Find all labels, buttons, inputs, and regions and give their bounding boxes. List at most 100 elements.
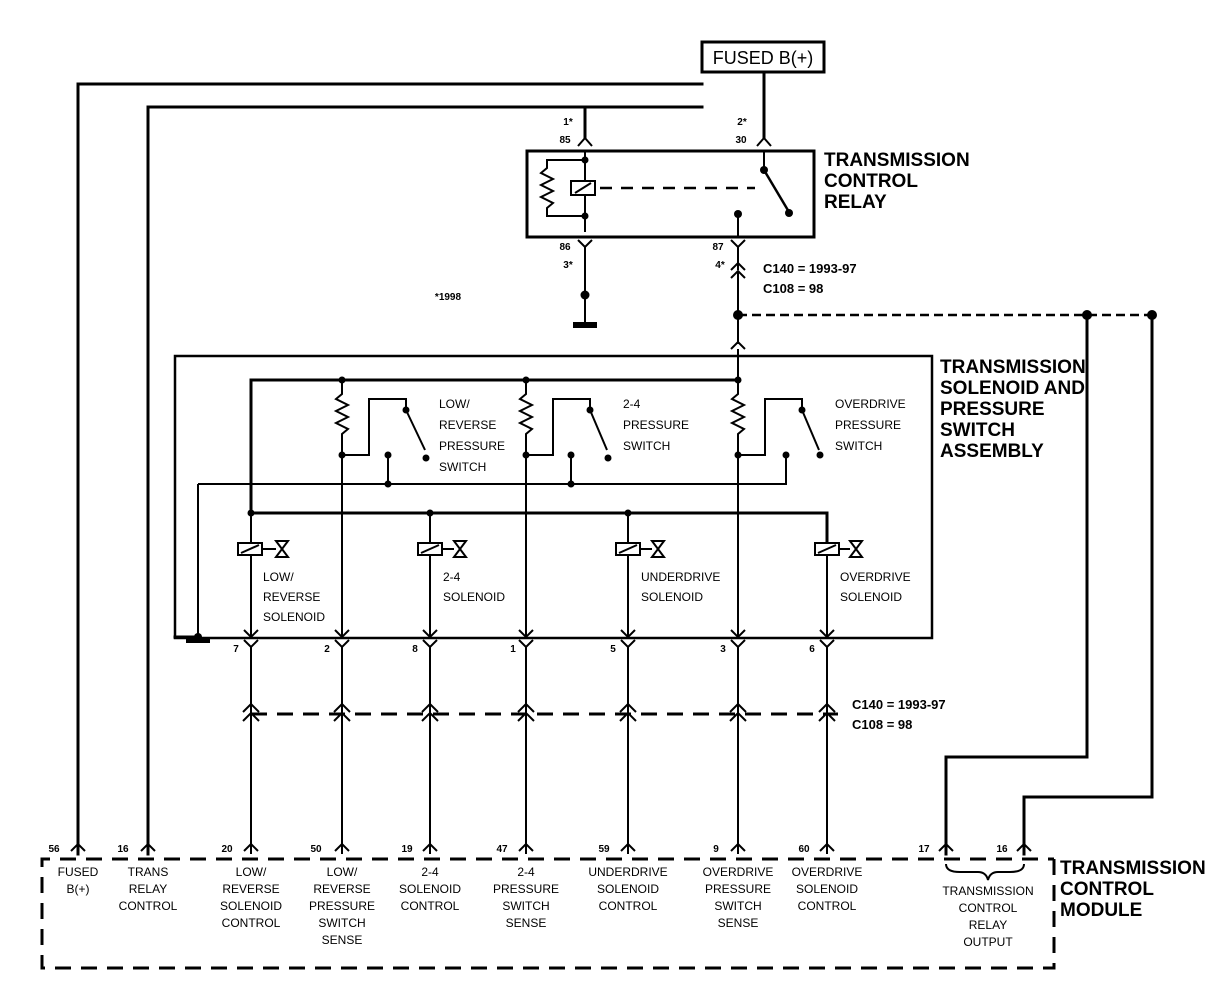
svg-text:56: 56 (48, 844, 60, 855)
connector-upper-2: C108 = 98 (763, 281, 823, 296)
svg-text:SENSE: SENSE (718, 916, 759, 930)
svg-text:30: 30 (735, 135, 747, 146)
assembly-connector: 7 2 8 1 5 3 6 (233, 629, 835, 655)
svg-text:REVERSE: REVERSE (263, 590, 320, 604)
svg-text:TRANSMISSION: TRANSMISSION (1060, 858, 1206, 879)
svg-text:SWITCH: SWITCH (318, 916, 365, 930)
svg-text:LOW/: LOW/ (327, 865, 358, 879)
svg-text:1: 1 (510, 644, 516, 655)
svg-text:PRESSURE: PRESSURE (309, 899, 375, 913)
svg-text:MODULE: MODULE (1060, 900, 1142, 921)
svg-text:PRESSURE: PRESSURE (439, 439, 505, 453)
svg-text:CONTROL: CONTROL (119, 899, 178, 913)
fused-b-plus-box: FUSED B(+) (700, 40, 826, 74)
svg-text:CONTROL: CONTROL (599, 899, 658, 913)
svg-text:REVERSE: REVERSE (439, 418, 496, 432)
svg-text:SENSE: SENSE (506, 916, 547, 930)
svg-text:OVERDRIVE: OVERDRIVE (792, 865, 863, 879)
svg-text:47: 47 (496, 844, 508, 855)
svg-text:SOLENOID: SOLENOID (597, 882, 659, 896)
solenoid-2-4: 2-4 SOLENOID (417, 513, 505, 636)
svg-text:SOLENOID: SOLENOID (220, 899, 282, 913)
svg-text:7: 7 (233, 644, 239, 655)
svg-text:PRESSURE: PRESSURE (705, 882, 771, 896)
svg-text:2-4: 2-4 (443, 570, 461, 584)
fused-b-plus-label: FUSED B(+) (713, 48, 814, 68)
svg-text:PRESSURE: PRESSURE (493, 882, 559, 896)
year-note: *1998 (435, 292, 462, 303)
svg-text:RELAY: RELAY (129, 882, 167, 896)
solenoid-overdrive: OVERDRIVE SOLENOID (814, 540, 911, 636)
svg-text:OVERDRIVE: OVERDRIVE (840, 570, 911, 584)
svg-text:2-4: 2-4 (517, 865, 535, 879)
svg-text:UNDERDRIVE: UNDERDRIVE (588, 865, 667, 879)
svg-text:SOLENOID: SOLENOID (796, 882, 858, 896)
transmission-control-module: 56 16 20 50 19 47 59 9 60 17 16 FUSED B(… (40, 842, 1206, 970)
svg-text:FUSED: FUSED (58, 865, 99, 879)
lower-connector: C140 = 1993-97 C108 = 98 (242, 697, 946, 732)
svg-text:50: 50 (310, 844, 322, 855)
relay-title-1: TRANSMISSION (824, 150, 970, 171)
svg-text:TRANS: TRANS (128, 865, 169, 879)
svg-text:3*: 3* (563, 260, 573, 271)
svg-text:CONTROL: CONTROL (222, 916, 281, 930)
ground-icon (573, 322, 597, 328)
svg-text:2-4: 2-4 (421, 865, 439, 879)
svg-text:TRANSMISSION: TRANSMISSION (940, 357, 1086, 378)
svg-text:8: 8 (412, 644, 418, 655)
transmission-control-relay: 1* 85 2* 30 86 3* 87 4* TRANSMISSION CON… (525, 117, 970, 271)
svg-text:SWITCH: SWITCH (623, 439, 670, 453)
svg-text:4*: 4* (715, 260, 725, 271)
svg-text:SOLENOID: SOLENOID (641, 590, 703, 604)
svg-text:RELAY: RELAY (969, 918, 1007, 932)
svg-text:SWITCH: SWITCH (439, 460, 486, 474)
svg-text:OVERDRIVE: OVERDRIVE (703, 865, 774, 879)
svg-text:CONTROL: CONTROL (959, 901, 1018, 915)
relay-title-3: RELAY (824, 192, 887, 213)
solenoid-pressure-switch-assembly: TRANSMISSION SOLENOID AND PRESSURE SWITC… (173, 340, 1086, 655)
valve-icon (274, 540, 290, 558)
svg-text:59: 59 (598, 844, 610, 855)
svg-text:SOLENOID AND: SOLENOID AND (940, 378, 1085, 399)
valve-icon (650, 540, 666, 558)
svg-text:6: 6 (809, 644, 815, 655)
svg-text:16: 16 (996, 844, 1008, 855)
svg-text:16: 16 (117, 844, 129, 855)
relay-ground (573, 247, 597, 328)
connector-lower-2: C108 = 98 (852, 717, 912, 732)
svg-text:17: 17 (918, 844, 930, 855)
svg-text:LOW/: LOW/ (236, 865, 267, 879)
svg-text:OUTPUT: OUTPUT (963, 935, 1013, 949)
svg-text:CONTROL: CONTROL (798, 899, 857, 913)
svg-text:LOW/: LOW/ (439, 397, 470, 411)
svg-text:LOW/: LOW/ (263, 570, 294, 584)
solenoid-underdrive: UNDERDRIVE SOLENOID (615, 513, 720, 636)
valve-icon (452, 540, 468, 558)
svg-text:SOLENOID: SOLENOID (443, 590, 505, 604)
svg-text:2-4: 2-4 (623, 397, 641, 411)
svg-text:REVERSE: REVERSE (313, 882, 370, 896)
svg-text:PRESSURE: PRESSURE (835, 418, 901, 432)
svg-text:CONTROL: CONTROL (1060, 879, 1154, 900)
svg-text:SOLENOID: SOLENOID (263, 610, 325, 624)
svg-text:SOLENOID: SOLENOID (399, 882, 461, 896)
svg-text:2: 2 (324, 644, 330, 655)
svg-text:86: 86 (559, 242, 571, 253)
svg-text:19: 19 (401, 844, 413, 855)
svg-text:60: 60 (798, 844, 810, 855)
svg-text:PRESSURE: PRESSURE (623, 418, 689, 432)
svg-text:CONTROL: CONTROL (401, 899, 460, 913)
svg-text:ASSEMBLY: ASSEMBLY (940, 441, 1044, 462)
svg-text:3: 3 (720, 644, 726, 655)
connector-upper-1: C140 = 1993-97 (763, 261, 857, 276)
svg-text:5: 5 (610, 644, 616, 655)
valve-icon (848, 540, 864, 558)
svg-text:9: 9 (713, 844, 719, 855)
brace (945, 863, 1025, 881)
svg-text:SOLENOID: SOLENOID (840, 590, 902, 604)
svg-text:SWITCH: SWITCH (940, 420, 1015, 441)
svg-text:PRESSURE: PRESSURE (940, 399, 1045, 420)
solenoid-low-reverse: LOW/ REVERSE SOLENOID (237, 513, 325, 636)
svg-text:B(+): B(+) (66, 882, 89, 896)
